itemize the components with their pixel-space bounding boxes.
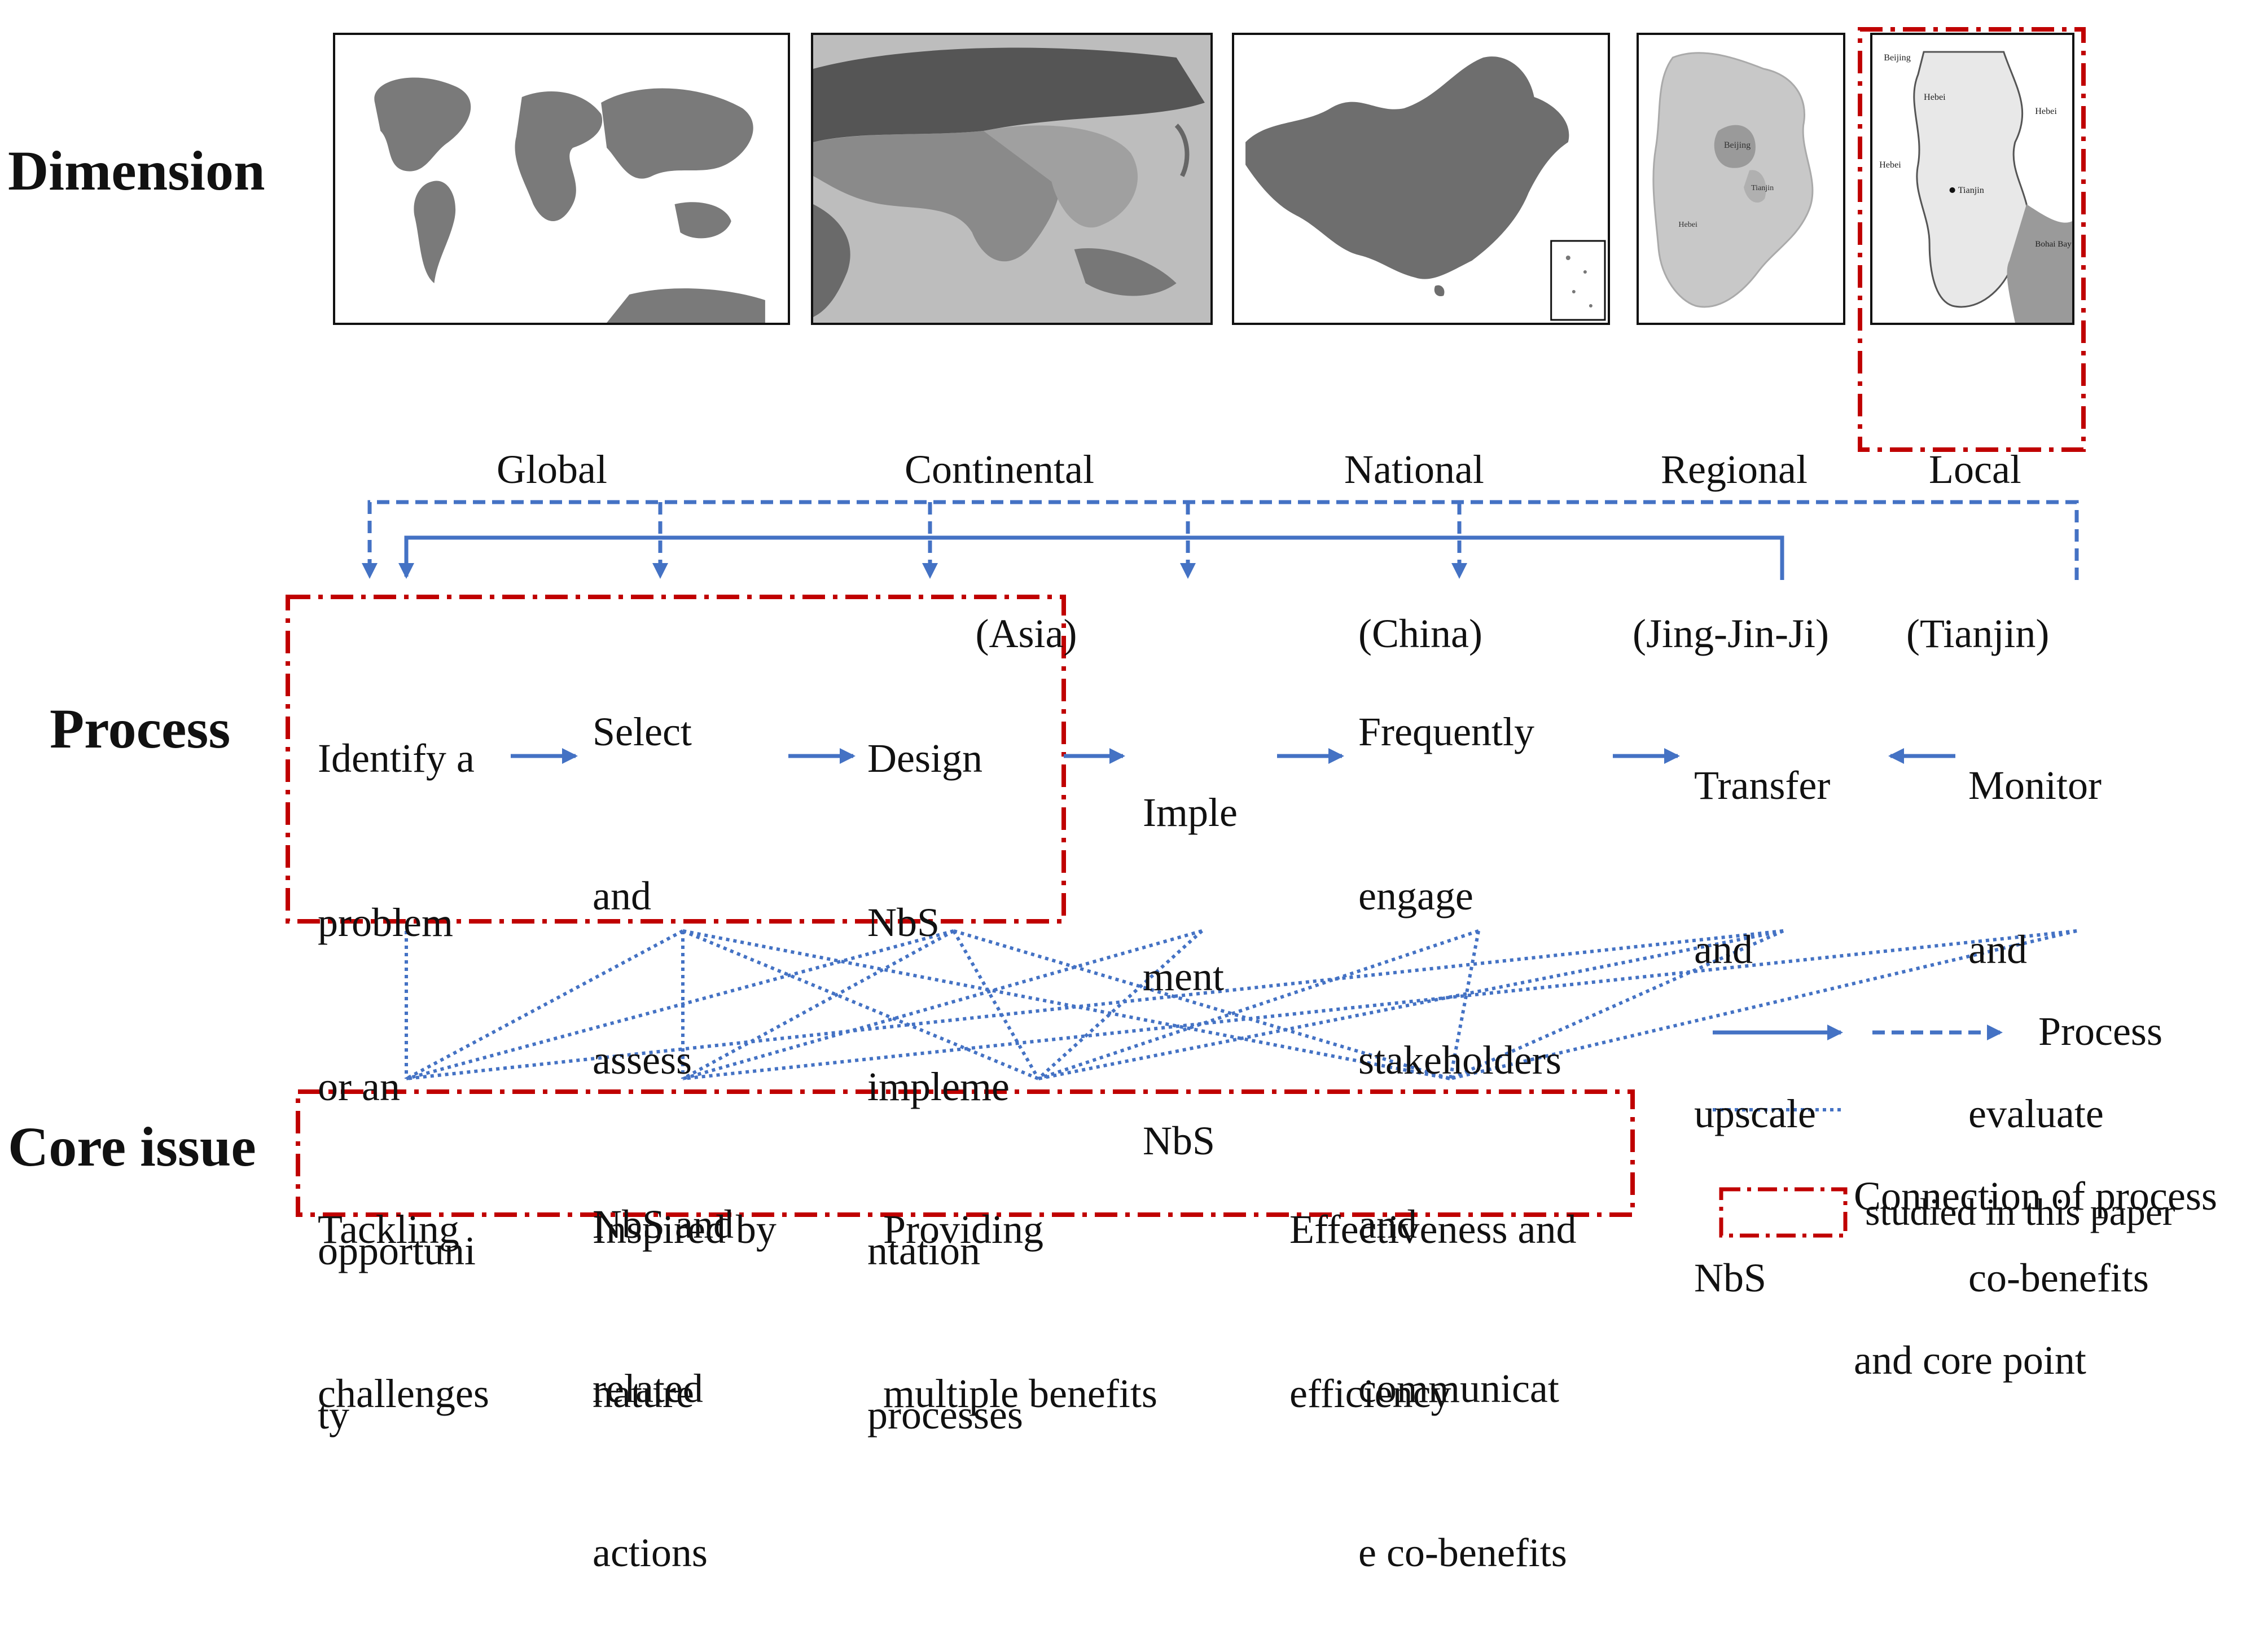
core-issue-effectiveness: Effectiveness and efficiency bbox=[1289, 1207, 1577, 1416]
core-issue-benefits: Providing multiple benefits bbox=[883, 1207, 1157, 1416]
map-caption-local: Local (Tianjin) bbox=[1906, 447, 2050, 656]
map-label-beijing-regional: Beijing bbox=[1724, 140, 1751, 150]
map-label-hebei-local-2: Hebei bbox=[2035, 107, 2057, 116]
legend-studied-label: studied in this paper bbox=[1865, 1190, 2175, 1233]
legend-process-label: Process bbox=[2038, 1009, 2162, 1054]
map-local: Beijing Hebei Hebei Hebei Tianjin Bohai … bbox=[1870, 33, 2074, 325]
legend-red-frame bbox=[1719, 1187, 1848, 1238]
map-label-hebei-regional: Hebei bbox=[1678, 220, 1697, 229]
map-continental bbox=[811, 33, 1213, 325]
map-label-tianjin-local: Tianjin bbox=[1958, 186, 1984, 195]
map-label-hebei-local-1: Hebei bbox=[1924, 93, 1946, 102]
process-core-connections bbox=[405, 929, 2077, 1080]
map-national bbox=[1232, 33, 1610, 325]
map-global bbox=[333, 33, 790, 325]
map-label-tianjin-regional: Tianjin bbox=[1751, 183, 1774, 192]
heading-dimension: Dimension bbox=[8, 139, 265, 202]
legend-connection-label: Connection of process and core point bbox=[1854, 1173, 2217, 1383]
map-label-beijing-local: Beijing bbox=[1884, 53, 1911, 63]
map-regional: Beijing Tianjin Hebei bbox=[1637, 33, 1845, 325]
process-step-implement: Imple ment NbS bbox=[1143, 790, 1238, 1163]
diagram-canvas bbox=[286, 27, 2086, 1238]
map-caption-continental: Continental (Asia) bbox=[905, 447, 1094, 656]
feedback-dashed-lines bbox=[362, 500, 2079, 580]
heading-core-issue: Core issue bbox=[8, 1115, 256, 1178]
core-issue-inspired: Inspired by nature bbox=[593, 1207, 777, 1416]
highlight-frame-process bbox=[286, 595, 1066, 924]
map-label-bohai-bay: Bohai Bay bbox=[2035, 240, 2072, 249]
map-caption-global: Global bbox=[497, 447, 607, 492]
map-caption-regional: Regional (Jing-Jin-Ji) bbox=[1633, 447, 1829, 656]
map-label-hebei-local-3: Hebei bbox=[1879, 160, 1901, 170]
heading-process: Process bbox=[50, 697, 231, 760]
core-issue-tackling: Tackling challenges bbox=[318, 1207, 489, 1416]
highlight-frame-local bbox=[1858, 27, 2086, 452]
feedback-solid-line bbox=[398, 535, 1784, 580]
legend-symbols bbox=[1713, 1025, 2003, 1238]
map-caption-national: National (China) bbox=[1344, 447, 1484, 656]
